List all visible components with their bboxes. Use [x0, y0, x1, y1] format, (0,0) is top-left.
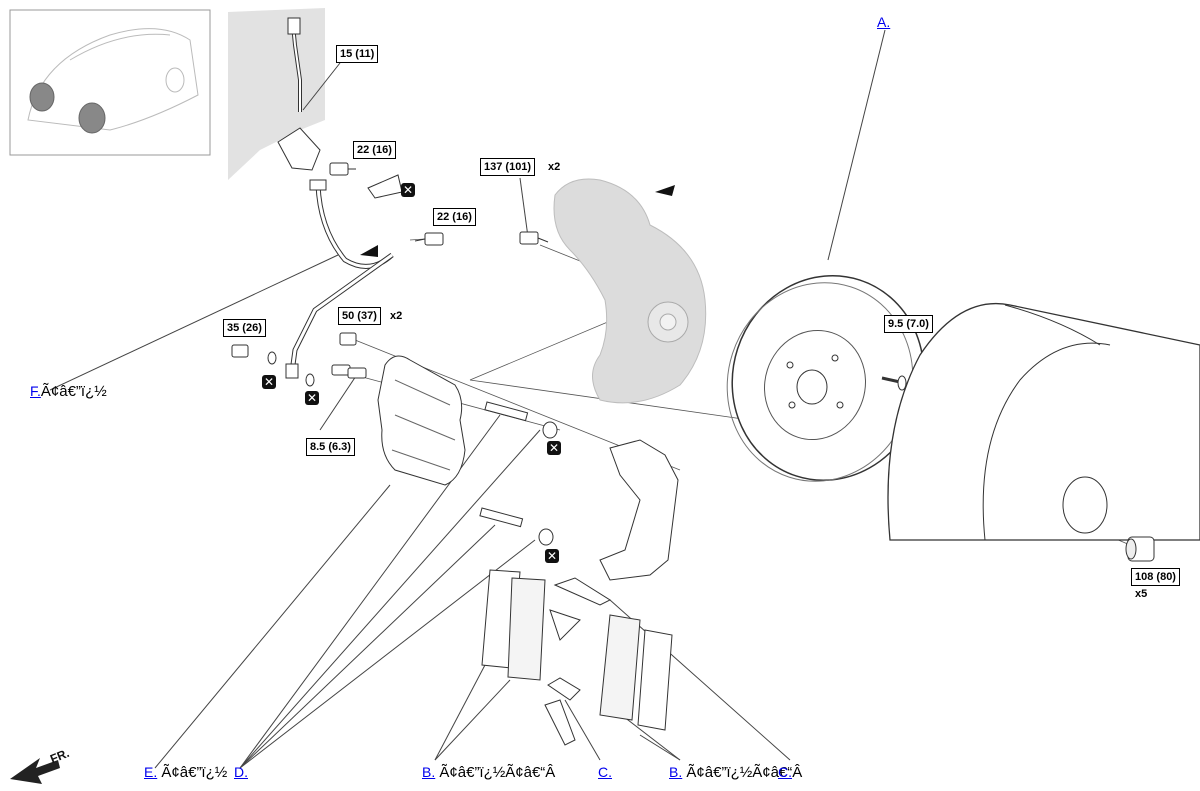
- bolt-icon: [414, 232, 444, 246]
- brake-disc-icon: [726, 274, 925, 482]
- torque-label: 22 (16): [353, 141, 396, 159]
- replace-mark-icon: ✕: [547, 441, 561, 455]
- bolt-icon: [339, 332, 357, 346]
- pin-boot-icon: [542, 421, 558, 439]
- torque-label: 50 (37): [338, 307, 381, 325]
- callout-b1: B. Ã¢â€”ï¿½Ã¢â€“Â: [422, 763, 555, 782]
- callout-b2: B. Ã¢â€”ï¿½Ã¢â€“Â: [669, 763, 802, 782]
- replace-mark-icon: ✕: [262, 375, 276, 389]
- bolt-icon: [231, 344, 249, 358]
- caliper-body-icon: [377, 355, 466, 486]
- pad-clips-icon: [544, 577, 612, 746]
- callout-e-link[interactable]: E.: [144, 764, 158, 780]
- strut-shade: [228, 8, 325, 180]
- callout-e-text: Ã¢â€”ï¿½: [161, 764, 228, 781]
- callout-e: E. Ã¢â€”ï¿½: [144, 763, 227, 782]
- quantity-label: x2: [548, 161, 561, 173]
- quantity-label: x5: [1135, 588, 1148, 600]
- callout-d: D.: [234, 763, 248, 782]
- hose-bracket-icon: [277, 127, 321, 171]
- callout-c1-link[interactable]: C.: [598, 764, 612, 780]
- caliper-bracket-icon: [599, 439, 679, 581]
- callout-f-link[interactable]: F.: [30, 383, 41, 399]
- callout-a-link[interactable]: A.: [877, 14, 891, 30]
- callout-b1-link[interactable]: B.: [422, 764, 436, 780]
- washer-icon: [267, 351, 277, 365]
- callout-b2-text: Ã¢â€”ï¿½Ã¢â€“Â: [686, 764, 803, 781]
- bolt-icon: [329, 162, 356, 176]
- lug-nut-icon: [1125, 536, 1155, 562]
- quantity-label: x2: [390, 310, 403, 322]
- callout-c2: C.: [778, 763, 792, 782]
- torque-label: 108 (80): [1131, 568, 1180, 586]
- callout-f-text: Ã¢â€”ï¿½: [40, 383, 107, 400]
- bolts: [231, 162, 549, 387]
- bleeder-icon: [331, 364, 367, 379]
- brake-hose-icon: [285, 17, 394, 379]
- pin-boot-icon: [538, 528, 554, 546]
- knuckle-arrow-icon: [655, 185, 675, 196]
- torque-label: 22 (16): [433, 208, 476, 226]
- knuckle-icon: [553, 178, 707, 404]
- bolt-icon: [519, 231, 549, 245]
- vehicle-inset: [9, 9, 211, 156]
- wheel-icon: [887, 303, 1200, 541]
- replace-mark-icon: ✕: [545, 549, 559, 563]
- torque-label: 9.5 (7.0): [884, 315, 933, 333]
- front-arrow-icon: [10, 758, 60, 784]
- callout-c1: C.: [598, 763, 612, 782]
- guide-pins: [479, 401, 558, 546]
- callout-f: F.Ã¢â€”ï¿½: [30, 382, 107, 401]
- brake-pads-icon: [481, 569, 673, 731]
- guide-pin-icon: [479, 507, 524, 528]
- torque-label: 8.5 (6.3): [306, 438, 355, 456]
- torque-label: 15 (11): [336, 45, 379, 63]
- hose-arrow-icon: [360, 245, 378, 257]
- washer-icon: [305, 373, 315, 387]
- callout-a: A.: [877, 13, 890, 32]
- callout-b1-text: Ã¢â€”ï¿½Ã¢â€“Â: [439, 764, 556, 781]
- torque-label: 137 (101): [480, 158, 536, 176]
- guide-pin-icon: [484, 401, 529, 422]
- replace-mark-icon: ✕: [305, 391, 319, 405]
- hose-clip-icon: [367, 174, 403, 199]
- disc-screw-icon: [881, 375, 907, 391]
- replace-mark-icon: ✕: [401, 183, 415, 197]
- callout-b2-link[interactable]: B.: [669, 764, 683, 780]
- callout-d-link[interactable]: D.: [234, 764, 248, 780]
- torque-label: 35 (26): [223, 319, 266, 337]
- callout-c2-link[interactable]: C.: [778, 764, 792, 780]
